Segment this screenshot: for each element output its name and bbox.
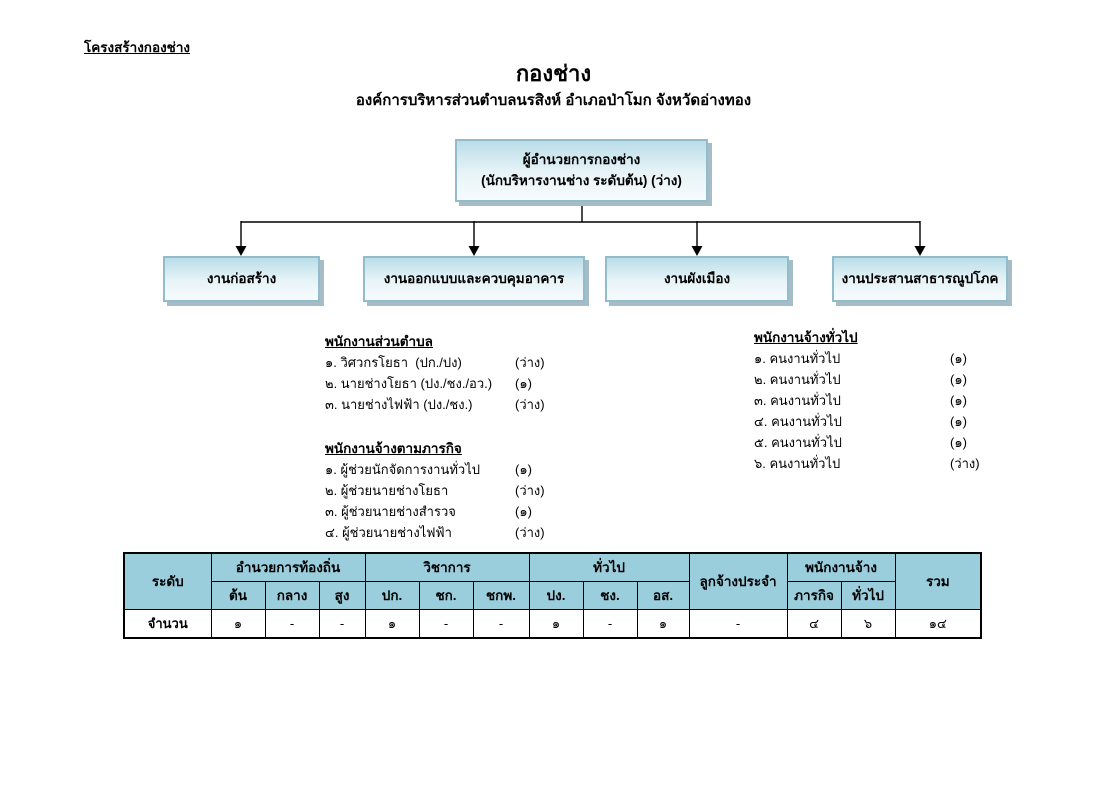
col-header: ปง. — [528, 580, 584, 610]
col-header: กลาง — [264, 580, 320, 610]
item-label: ๑. ผู้ช่วยนักจัดการงานทั่วไป — [325, 462, 480, 477]
staff-list-municipal: พนักงานส่วนตำบล ๑. วิศวกรโยธา (ปก./ปง) (… — [325, 330, 575, 415]
list-item: ๔. คนงานทั่วไป (๑) — [754, 411, 1010, 432]
page-title: กองช่าง — [515, 61, 592, 86]
doc-label: โครงสร้างกองช่าง — [84, 40, 190, 55]
cell-value: - — [472, 608, 530, 639]
cell-value: - — [688, 608, 788, 639]
staffing-summary-table: ระดับ อำนวยการท้องถิ่น วิชาการ ทั่วไป ลู… — [123, 552, 983, 639]
cell-value: ๑ — [528, 608, 584, 639]
item-count: (๑) — [950, 414, 967, 429]
item-label: ๓. ผู้ช่วยนายช่างสำรวจ — [325, 504, 456, 519]
cell-value: ๑ — [364, 608, 420, 639]
cell-value: ๑ — [210, 608, 266, 639]
col-header: ภารกิจ — [786, 580, 842, 610]
org-box-design-building-control: งานออกแบบและควบคุมอาคาร — [363, 256, 585, 302]
col-group-local-director: อำนวยการท้องถิ่น — [210, 552, 366, 582]
item-label: ๖. คนงานทั่วไป — [754, 456, 841, 471]
item-count: (๑) — [515, 462, 532, 477]
item-count: (ว่าง) — [515, 355, 545, 370]
org-box-town-planning: งานผังเมือง — [605, 256, 789, 302]
staff-list-general-heading: พนักงานจ้างทั่วไป — [754, 330, 858, 345]
list-item: ๔. ผู้ช่วยนายช่างไฟฟ้า (ว่าง) — [325, 522, 575, 543]
list-item: ๓. คนงานทั่วไป (๑) — [754, 390, 1010, 411]
item-count: (ว่าง) — [950, 456, 980, 471]
list-item: ๒. นายช่างโยธา (ปง./ชง./อว.) (๑) — [325, 373, 575, 394]
item-label: ๓. คนงานทั่วไป — [754, 393, 841, 408]
item-count: (ว่าง) — [515, 525, 545, 540]
col-header-level: ระดับ — [123, 552, 212, 610]
list-item: ๖. คนงานทั่วไป (ว่าง) — [754, 453, 1010, 474]
staff-list-mission: พนักงานจ้างตามภารกิจ ๑. ผู้ช่วยนักจัดการ… — [325, 437, 575, 543]
cell-value: ๔ — [786, 608, 842, 639]
item-label: ๓. นายช่างไฟฟ้า (ปง./ชง.) — [325, 397, 473, 412]
col-header-total: รวม — [894, 552, 982, 610]
item-label: ๔. ผู้ช่วยนายช่างไฟฟ้า — [325, 525, 452, 540]
org-box-design-building-control-label: งานออกแบบและควบคุมอาคาร — [383, 270, 565, 286]
col-header: สูง — [318, 580, 366, 610]
list-item: ๓. ผู้ช่วยนายช่างสำรวจ (๑) — [325, 501, 575, 522]
cell-value: ๑ — [636, 608, 690, 639]
list-item: ๒. คนงานทั่วไป (๑) — [754, 369, 1010, 390]
item-count: (ว่าง) — [515, 397, 545, 412]
org-box-town-planning-label: งานผังเมือง — [663, 270, 731, 286]
org-box-director: ผู้อำนวยการกองช่าง (นักบริหารงานช่าง ระด… — [455, 139, 708, 202]
row-label-count: จำนวน — [123, 608, 212, 639]
col-group-academic: วิชาการ — [364, 552, 530, 582]
item-count: (๑) — [950, 372, 967, 387]
table-row: จำนวน ๑ - - ๑ - - ๑ - ๑ - ๔ ๖ ๑๔ — [123, 608, 982, 639]
cell-value: ๖ — [840, 608, 896, 639]
org-box-public-utilities-label: งานประสานสาธารณูปโภค — [841, 270, 999, 286]
item-count: (ว่าง) — [515, 483, 545, 498]
org-box-director-subtitle: (นักบริหารงานช่าง ระดับต้น) (ว่าง) — [481, 172, 682, 188]
list-item: ๑. คนงานทั่วไป (๑) — [754, 348, 1010, 369]
col-group-general: ทั่วไป — [528, 552, 690, 582]
col-header: ต้น — [210, 580, 266, 610]
cell-value: ๑๔ — [894, 608, 982, 639]
org-box-director-title: ผู้อำนวยการกองช่าง — [522, 151, 641, 167]
col-group-hired-employee: พนักงานจ้าง — [786, 552, 896, 582]
col-header-permanent-employee: ลูกจ้างประจำ — [688, 552, 788, 610]
staff-list-municipal-heading: พนักงานส่วนตำบล — [325, 334, 433, 349]
org-box-construction: งานก่อสร้าง — [163, 256, 320, 302]
item-count: (๑) — [515, 504, 532, 519]
item-count: (๑) — [515, 376, 532, 391]
list-item: ๑. ผู้ช่วยนักจัดการงานทั่วไป (๑) — [325, 459, 575, 480]
item-label: ๕. คนงานทั่วไป — [754, 435, 842, 450]
item-count: (๑) — [950, 393, 967, 408]
cell-value: - — [418, 608, 474, 639]
col-header: ทั่วไป — [840, 580, 896, 610]
item-count: (๑) — [950, 351, 967, 366]
org-box-construction-label: งานก่อสร้าง — [206, 270, 277, 286]
item-count: (๑) — [950, 435, 967, 450]
cell-value: - — [318, 608, 366, 639]
staff-list-general: พนักงานจ้างทั่วไป ๑. คนงานทั่วไป (๑) ๒. … — [754, 326, 1010, 474]
cell-value: - — [582, 608, 638, 639]
list-item: ๒. ผู้ช่วยนายช่างโยธา (ว่าง) — [325, 480, 575, 501]
col-header: ชกพ. — [472, 580, 530, 610]
list-item: ๕. คนงานทั่วไป (๑) — [754, 432, 1010, 453]
item-label: ๔. คนงานทั่วไป — [754, 414, 842, 429]
list-item: ๑. วิศวกรโยธา (ปก./ปง) (ว่าง) — [325, 352, 575, 373]
col-header: ปก. — [364, 580, 420, 610]
col-header: ชง. — [582, 580, 638, 610]
col-header: ชก. — [418, 580, 474, 610]
col-header: อส. — [636, 580, 690, 610]
cell-value: - — [264, 608, 320, 639]
item-label: ๒. ผู้ช่วยนายช่างโยธา — [325, 483, 449, 498]
arrowhead-icon — [235, 246, 926, 256]
org-box-public-utilities: งานประสานสาธารณูปโภค — [832, 256, 1008, 302]
page-subtitle: องค์การบริหารส่วนตำบลนรสิงห์ อำเภอป่าโมก… — [355, 92, 752, 109]
staff-list-mission-heading: พนักงานจ้างตามภารกิจ — [325, 441, 462, 456]
item-label: ๒. คนงานทั่วไป — [754, 372, 841, 387]
list-item: ๓. นายช่างไฟฟ้า (ปง./ชง.) (ว่าง) — [325, 394, 575, 415]
item-label: ๑. วิศวกรโยธา (ปก./ปง) — [325, 355, 462, 370]
item-label: ๑. คนงานทั่วไป — [754, 351, 841, 366]
item-label: ๒. นายช่างโยธา (ปง./ชง./อว.) — [325, 376, 493, 391]
